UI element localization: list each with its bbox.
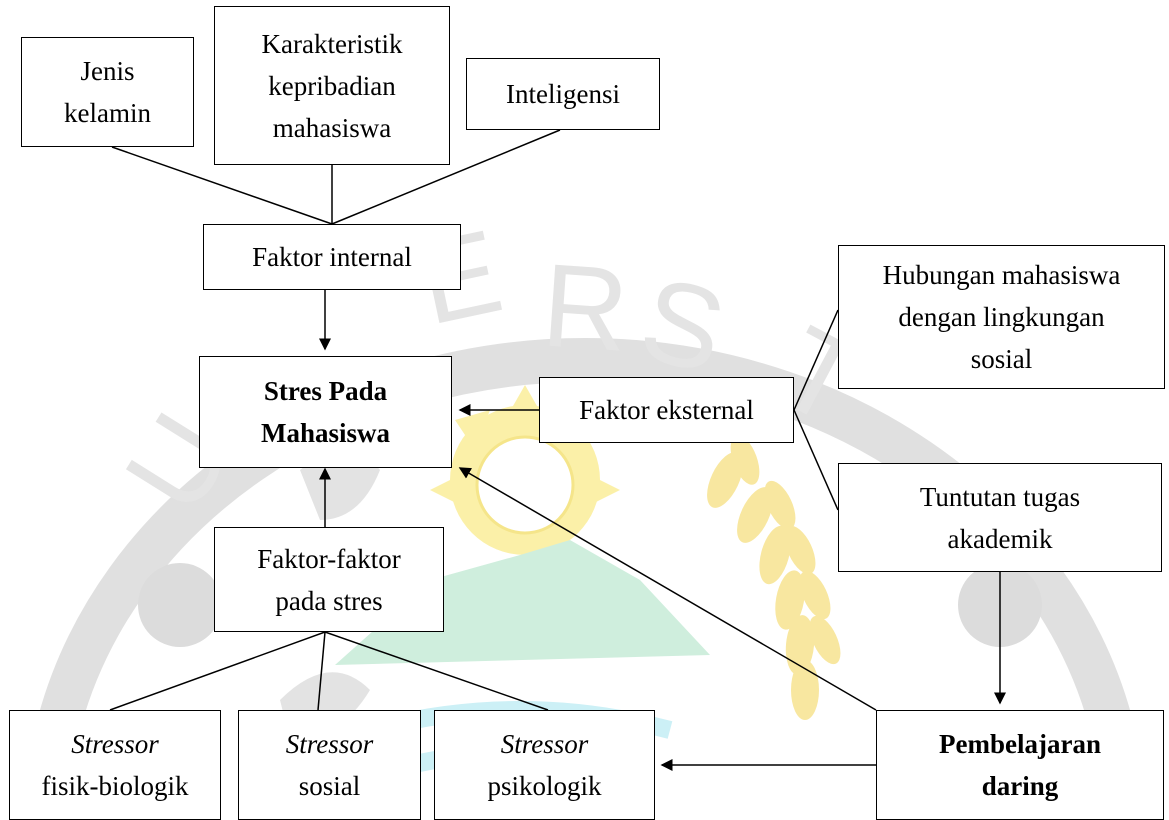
node-faktor-faktor: Faktor-faktor pada stres: [214, 527, 444, 632]
node-jenis-kelamin: Jenis kelamin: [21, 37, 194, 147]
node-jenis-kelamin-line2: kelamin: [64, 98, 151, 128]
node-karakteristik-line1: Karakteristik: [261, 28, 403, 59]
logo-dot-left: [138, 563, 222, 647]
line-faktorfaktor-to-sosial: [317, 631, 326, 711]
node-stressor-sosial-line2: sosial: [298, 771, 361, 801]
line-eksternal-to-hubungan: [793, 309, 839, 411]
node-stressor-fisik: Stressor fisik-biologik: [9, 710, 221, 820]
node-tuntutan-line1: Tuntutan tugas: [919, 481, 1081, 512]
node-stres-line2: Mahasiswa: [260, 418, 390, 448]
node-karakteristik: Karakteristik kepribadian mahasiswa: [214, 6, 450, 165]
node-pembelajaran-line2: daring: [981, 771, 1059, 801]
arrow-pembelajaran-to-stres: [458, 467, 877, 711]
line-faktorfaktor-to-fisik: [109, 631, 326, 711]
node-stressor-psikologik-line2: psikologik: [487, 771, 602, 801]
node-karakteristik-line2: kepribadian: [268, 70, 396, 101]
node-stressor-psikologik-line1: Stressor: [500, 729, 589, 759]
node-stressor-sosial-line1: Stressor: [285, 729, 374, 759]
node-faktor-internal: Faktor internal: [203, 224, 461, 290]
node-faktor-faktor-line2: pada stres: [275, 585, 383, 616]
node-inteligensi: Inteligensi: [466, 58, 660, 130]
node-stres-pada-mahasiswa: Stres Pada Mahasiswa: [199, 356, 452, 468]
node-stressor-sosial: Stressor sosial: [238, 710, 421, 820]
line-jenis-to-internal: [111, 146, 333, 225]
node-stressor-fisik-line2: fisik-biologik: [41, 771, 189, 801]
node-hubungan-line3: sosial: [970, 344, 1033, 374]
node-stres-line1: Stres Pada: [263, 376, 388, 406]
node-hubungan-mahasiswa: Hubungan mahasiswa dengan lingkungan sos…: [838, 245, 1165, 389]
node-faktor-faktor-line1: Faktor-faktor: [257, 543, 401, 574]
node-tuntutan-tugas: Tuntutan tugas akademik: [838, 463, 1162, 572]
line-inteligensi-to-internal: [331, 129, 561, 225]
logo-sun-core: [475, 435, 575, 535]
node-jenis-kelamin-line1: Jenis: [80, 56, 135, 86]
node-hubungan-line2: dengan lingkungan: [898, 302, 1105, 332]
node-pembelajaran-line1: Pembelajaran: [939, 729, 1101, 759]
line-eksternal-to-tuntutan: [793, 409, 839, 511]
node-faktor-internal-label: Faktor internal: [252, 242, 412, 272]
node-pembelajaran-daring: Pembelajaran daring: [876, 710, 1164, 820]
node-faktor-eksternal-label: Faktor eksternal: [579, 395, 754, 425]
logo-wheat: [707, 435, 841, 720]
logo-mountain: [335, 540, 710, 665]
node-inteligensi-label: Inteligensi: [506, 79, 620, 109]
node-karakteristik-line3: mahasiswa: [272, 112, 392, 143]
node-stressor-fisik-line1: Stressor: [71, 729, 159, 759]
node-hubungan-line1: Hubungan mahasiswa: [882, 260, 1121, 290]
svg-text:R: R: [538, 239, 632, 377]
node-tuntutan-line2: akademik: [947, 523, 1053, 554]
line-faktorfaktor-to-psikologik: [324, 631, 549, 711]
node-faktor-eksternal: Faktor eksternal: [539, 377, 794, 443]
node-stressor-psikologik: Stressor psikologik: [434, 710, 655, 820]
